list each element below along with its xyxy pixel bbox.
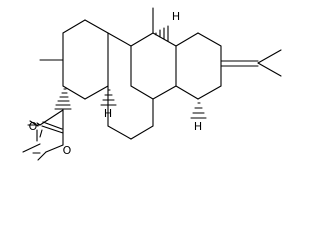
ring-b xyxy=(107,32,154,140)
hashed-wedge-h2 xyxy=(190,102,207,119)
atom-label-oxygen-ester: O xyxy=(63,144,72,157)
hashed-wedge-h1 xyxy=(100,89,117,106)
ring-c xyxy=(130,7,222,100)
isopropylidene-group xyxy=(220,49,282,77)
ester-bonds xyxy=(37,109,64,161)
atom-label-hydrogen-2: H xyxy=(194,120,202,133)
molecule-structure-diagram: O O H H H xyxy=(22,7,282,161)
atom-label-oxygen-carbonyl: O xyxy=(29,120,38,133)
atom-label-hydrogen-1: H xyxy=(104,107,112,120)
hashed-wedge-ester xyxy=(54,88,72,110)
atom-label-hydrogen-3: H xyxy=(172,10,180,23)
hashed-wedge-h3 xyxy=(155,25,169,42)
ring-a xyxy=(62,19,109,100)
